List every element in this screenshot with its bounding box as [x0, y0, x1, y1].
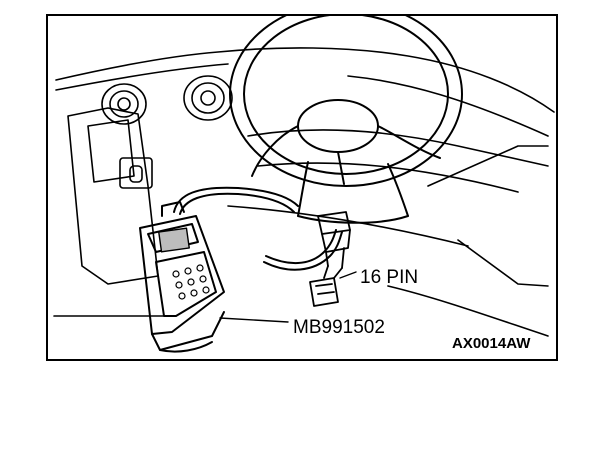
- leader-lines: [219, 271, 357, 323]
- figure-code: AX0014AW: [452, 335, 531, 352]
- dashboard-outline: [53, 47, 555, 337]
- tool-label: MB991502: [293, 317, 385, 338]
- vehicle-interior-illustration: [53, 16, 555, 353]
- dash-switch: [119, 157, 153, 189]
- illustration-frame: 16 PIN MB991502 AX0014AW: [46, 14, 558, 361]
- air-vent-left: [101, 83, 147, 125]
- scan-tool-icon: [139, 201, 225, 353]
- diagnostic-connector-icon: [309, 211, 351, 307]
- tool-cable: [173, 186, 343, 271]
- air-vent-center: [183, 75, 233, 121]
- connector-label: 16 PIN: [360, 267, 419, 288]
- steering-wheel-icon: [229, 16, 463, 224]
